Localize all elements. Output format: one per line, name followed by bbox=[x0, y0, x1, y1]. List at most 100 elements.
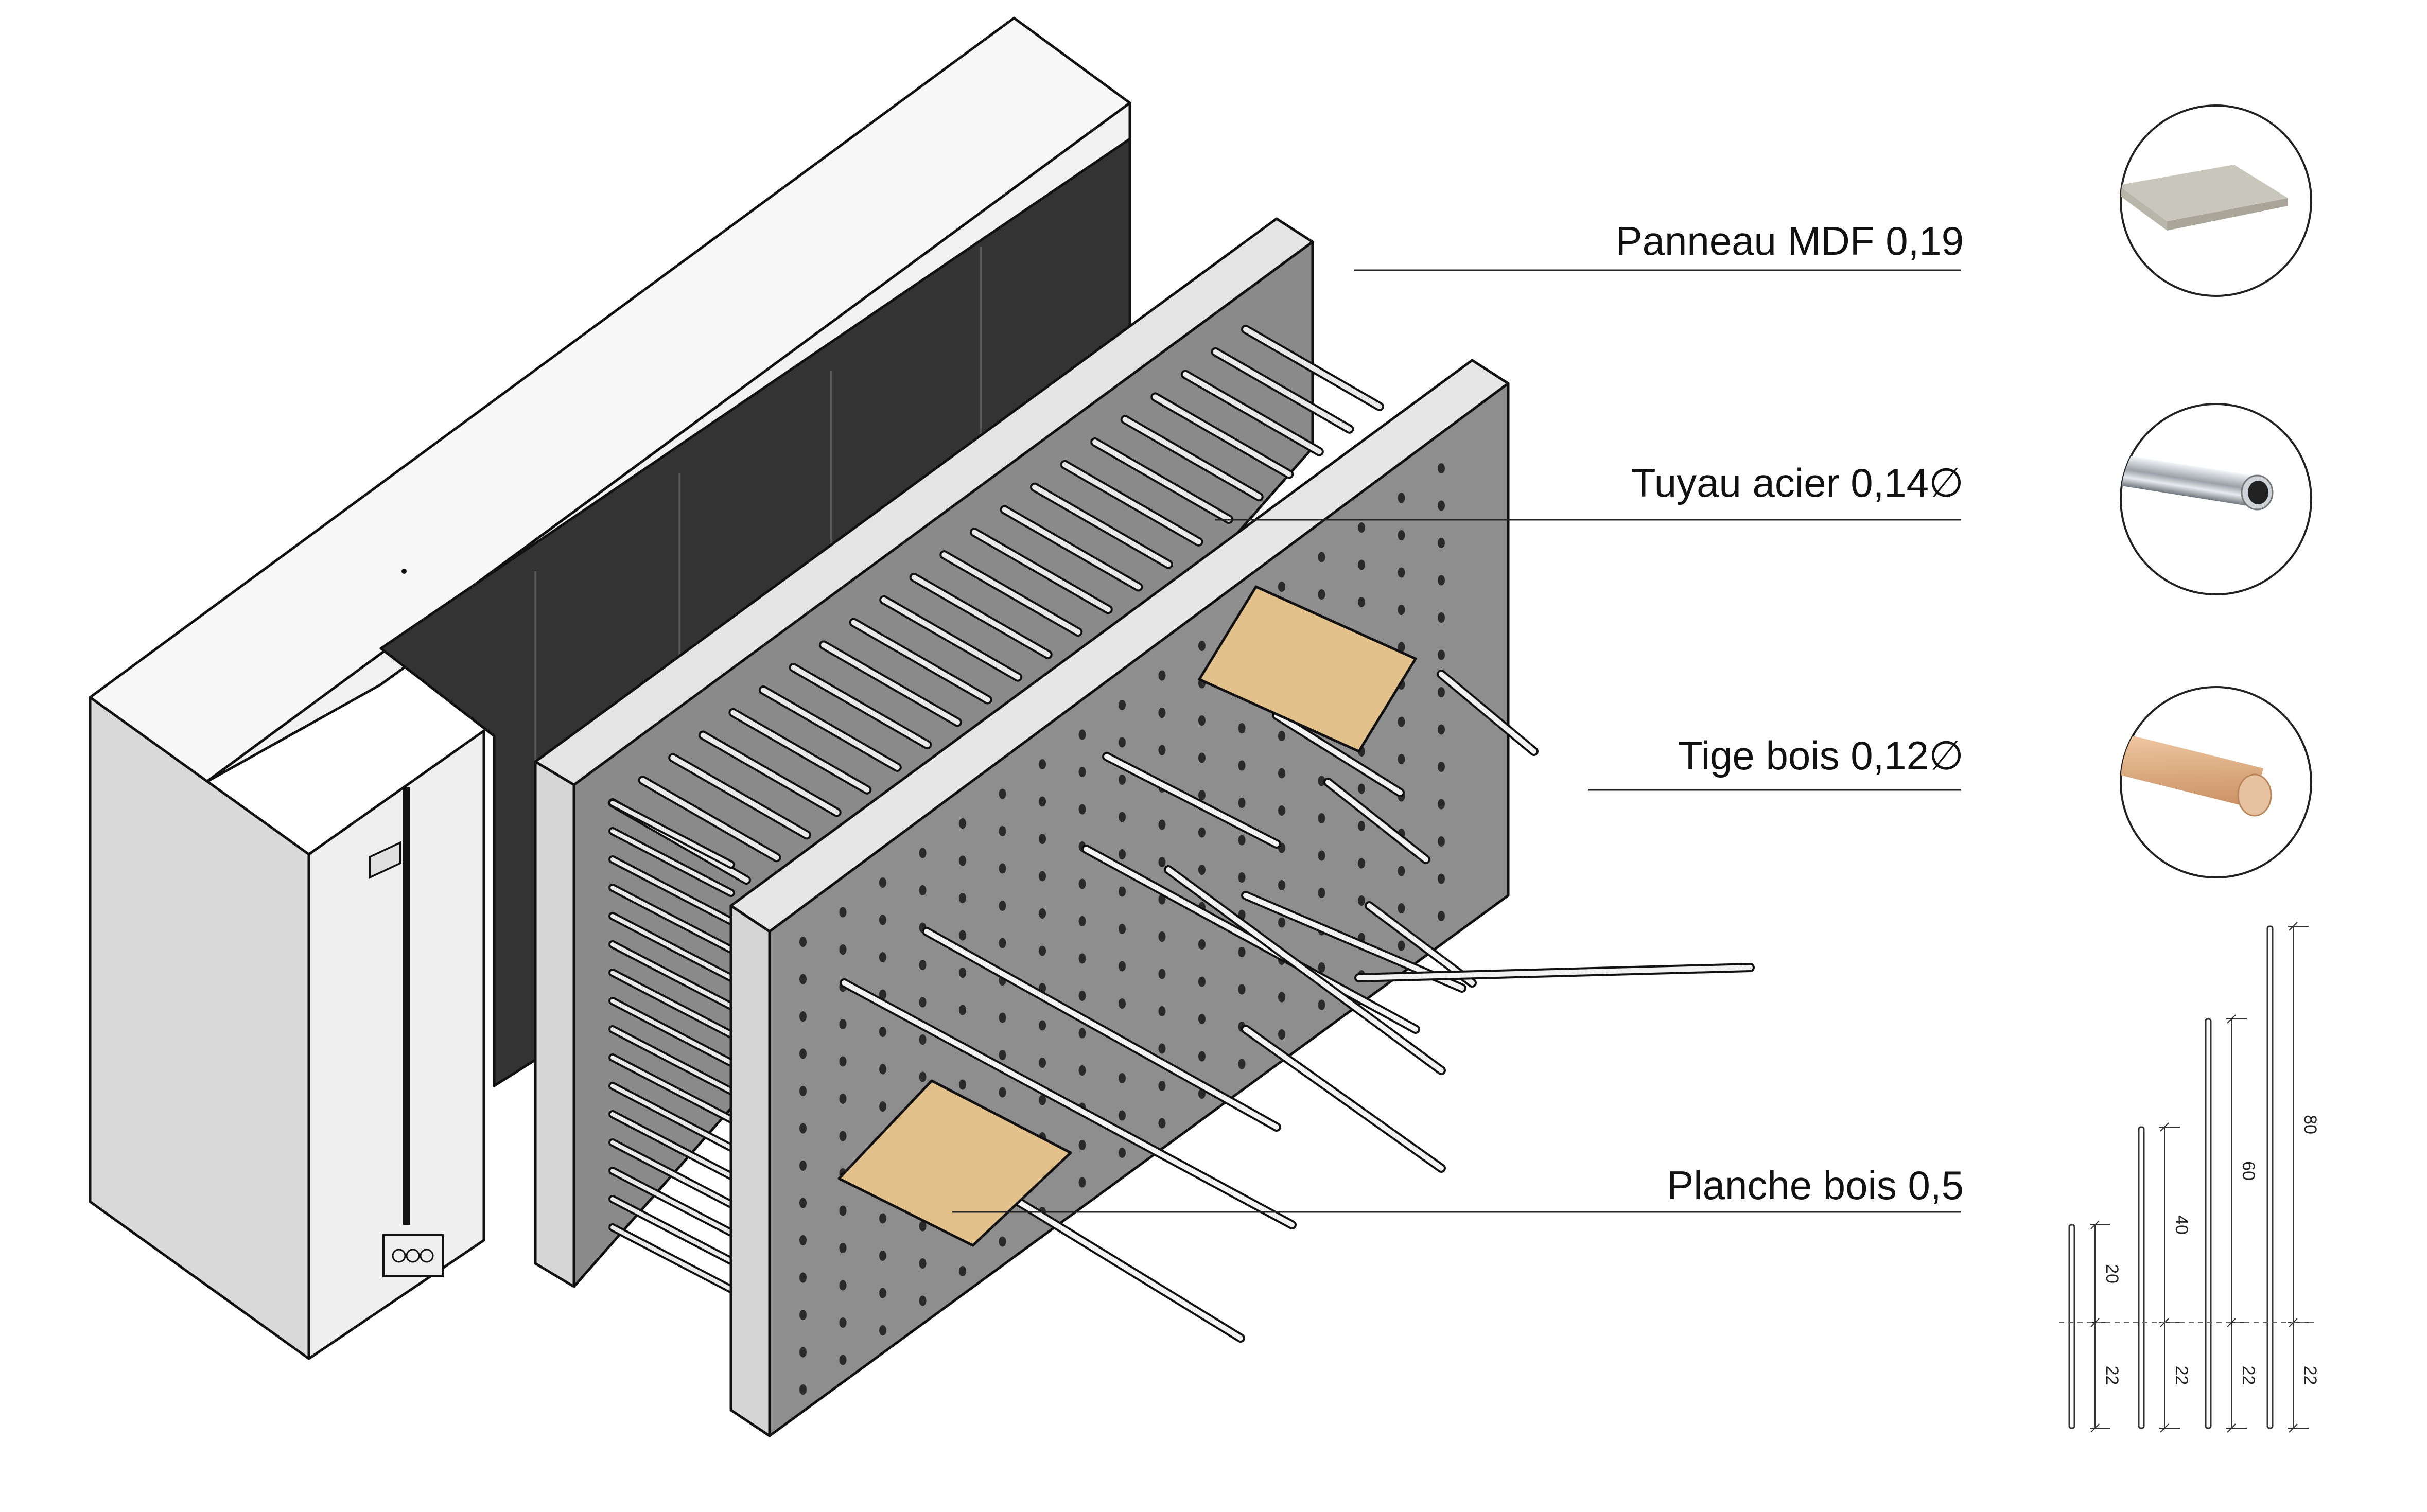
rod-length-label: 20 bbox=[2102, 1264, 2122, 1284]
steel-pipe bbox=[1000, 505, 1143, 592]
peg-hole bbox=[1158, 1043, 1166, 1054]
peg-hole bbox=[1318, 776, 1325, 786]
peg-hole bbox=[799, 1384, 807, 1395]
peg-hole bbox=[1398, 716, 1405, 727]
rod-length-label: 40 bbox=[2172, 1215, 2191, 1235]
steel-pipe bbox=[789, 663, 932, 750]
mdf-swatch bbox=[2120, 104, 2312, 297]
peg-hole bbox=[839, 1131, 847, 1141]
steel-pipe-end bbox=[608, 997, 735, 1067]
peg-hole bbox=[1039, 796, 1046, 807]
peg-hole bbox=[1158, 745, 1166, 755]
peg-hole bbox=[879, 877, 886, 888]
peg-hole bbox=[1278, 1029, 1285, 1040]
peg-hole bbox=[1398, 530, 1405, 540]
peg-hole bbox=[999, 938, 1006, 948]
peg-hole bbox=[1238, 798, 1246, 808]
steel-pipe bbox=[819, 640, 962, 727]
steel-pipe-end bbox=[608, 1082, 735, 1152]
peg-hole bbox=[959, 968, 966, 978]
peg-hole bbox=[1158, 1006, 1166, 1016]
peg-hole bbox=[1278, 582, 1285, 592]
peg-hole bbox=[1238, 760, 1246, 771]
peg-hole bbox=[999, 1050, 1006, 1060]
peg-hole bbox=[1198, 865, 1206, 875]
steel-pipe bbox=[1180, 370, 1324, 456]
peg-hole bbox=[1119, 737, 1126, 748]
rod-base-label: 22 bbox=[2172, 1366, 2191, 1385]
steel-pipe bbox=[1120, 415, 1264, 502]
peg-hole bbox=[1438, 463, 1445, 473]
steel-pipe bbox=[698, 730, 842, 817]
peg-hole bbox=[1438, 911, 1445, 921]
rod-base-label: 22 bbox=[2239, 1366, 2258, 1385]
steel-pipe bbox=[1211, 347, 1354, 434]
peg-hole bbox=[999, 788, 1006, 799]
peg-hole bbox=[999, 1236, 1006, 1247]
steel-pipe-end bbox=[608, 1223, 735, 1293]
peg-hole bbox=[879, 1325, 886, 1335]
peg-hole bbox=[1039, 759, 1046, 769]
peg-hole bbox=[1398, 493, 1405, 503]
steel-pipe-end bbox=[608, 1167, 735, 1237]
peg-hole bbox=[1238, 1059, 1246, 1069]
peg-hole bbox=[1158, 857, 1166, 867]
peg-hole bbox=[879, 1251, 886, 1261]
steel-pipe-end bbox=[608, 969, 735, 1039]
peg-hole bbox=[839, 1205, 847, 1216]
peg-hole bbox=[1198, 827, 1206, 838]
label-wood-rod: Tige bois 0,12∅ bbox=[1678, 733, 1964, 778]
peg-hole bbox=[839, 907, 847, 918]
peg-hole bbox=[959, 1266, 966, 1276]
peg-hole bbox=[919, 997, 927, 1008]
outlet-box bbox=[382, 1234, 444, 1277]
peg-hole bbox=[1238, 835, 1246, 846]
peg-hole bbox=[959, 1079, 966, 1090]
peg-hole bbox=[1398, 940, 1405, 951]
peg-hole bbox=[1358, 597, 1365, 607]
rod-length-label: 80 bbox=[2300, 1115, 2320, 1134]
peg-hole bbox=[1078, 991, 1086, 1001]
steel-pipe bbox=[668, 753, 812, 840]
peg-hole bbox=[1039, 945, 1046, 956]
steel-pipe-end bbox=[608, 1195, 735, 1265]
peg-hole bbox=[1438, 836, 1445, 847]
steel-pipe bbox=[638, 776, 781, 863]
peg-hole bbox=[1318, 813, 1325, 823]
peg-hole bbox=[1318, 962, 1325, 973]
steel-pipe-swatch bbox=[2120, 403, 2312, 595]
peg-hole bbox=[1278, 880, 1285, 890]
steel-pipe bbox=[849, 618, 992, 705]
peg-hole bbox=[919, 960, 927, 970]
peg-hole bbox=[1318, 589, 1325, 600]
peg-hole bbox=[1438, 575, 1445, 586]
peg-hole bbox=[1078, 1065, 1086, 1076]
peg-hole bbox=[919, 1295, 927, 1306]
wood-rod bbox=[1081, 845, 1420, 1034]
peg-hole bbox=[919, 1258, 927, 1269]
pegboard-panel bbox=[729, 359, 1755, 1437]
peg-hole bbox=[1438, 538, 1445, 548]
peg-hole bbox=[839, 1056, 847, 1067]
peg-hole bbox=[799, 1235, 807, 1245]
peg-hole bbox=[959, 893, 966, 903]
steel-pipe-end bbox=[608, 884, 735, 954]
peg-hole bbox=[999, 901, 1006, 911]
cabinet-handle bbox=[369, 841, 401, 880]
peg-hole bbox=[1318, 552, 1325, 562]
steel-pipe bbox=[1241, 325, 1384, 411]
peg-hole bbox=[1078, 1028, 1086, 1039]
wood-rod bbox=[1365, 901, 1477, 988]
peg-hole bbox=[1039, 908, 1046, 919]
wood-rod bbox=[1241, 1025, 1446, 1173]
peg-hole bbox=[1358, 559, 1365, 570]
peg-hole bbox=[1078, 767, 1086, 777]
peg-hole bbox=[1158, 969, 1166, 979]
peg-hole bbox=[1158, 819, 1166, 830]
steel-pipe-end bbox=[608, 940, 735, 1010]
peg-hole bbox=[1119, 924, 1126, 934]
peg-hole bbox=[1119, 886, 1126, 897]
